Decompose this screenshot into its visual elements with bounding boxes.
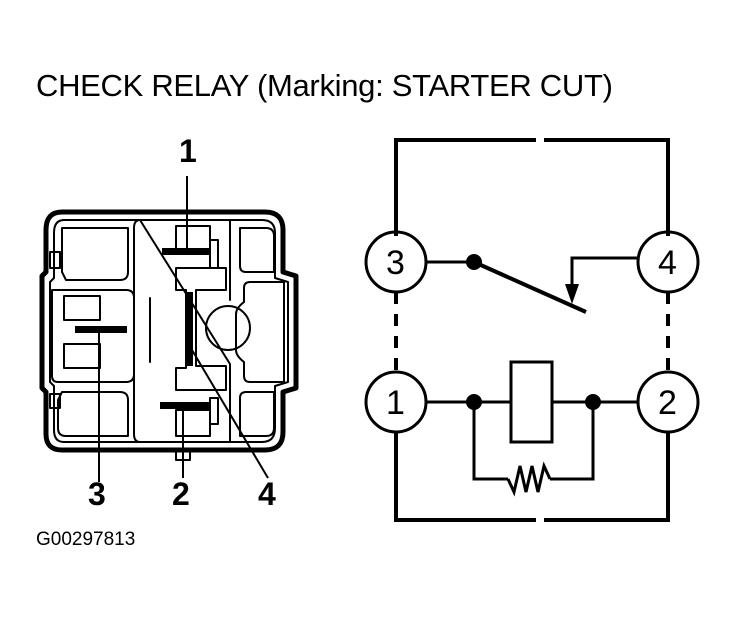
terminal-blade-3 — [75, 326, 127, 333]
switch-pivot-dot — [466, 254, 482, 270]
terminal-4-label: 4 — [658, 244, 677, 282]
junction-dot-right — [585, 394, 601, 410]
coil — [509, 360, 554, 444]
junction-dot-left — [466, 394, 482, 410]
contact-arrow-icon — [565, 284, 579, 304]
terminal-2-label: 2 — [658, 384, 677, 422]
callout-leaders — [98, 176, 269, 482]
callout-label-2: 2 — [172, 476, 190, 512]
schematic — [364, 138, 700, 522]
terminal-blades — [75, 248, 210, 409]
terminal-3-label: 3 — [386, 244, 405, 282]
page-title: CHECK RELAY (Marking: STARTER CUT) — [36, 68, 613, 103]
switch — [426, 256, 638, 314]
figure-id: G00297813 — [36, 529, 136, 550]
terminal-blade-4 — [186, 292, 193, 366]
junction-dots — [466, 254, 601, 410]
resistor — [506, 461, 552, 497]
connector-view — [39, 209, 299, 461]
terminal-4-circle — [636, 230, 700, 294]
callout-label-4: 4 — [258, 476, 276, 512]
connector-housing — [39, 209, 299, 453]
terminal-1-label: 1 — [386, 384, 405, 422]
callout-label-3: 3 — [88, 476, 106, 512]
callout-label-1: 1 — [179, 133, 197, 169]
coil-circuit — [426, 360, 638, 497]
terminal-blade-2 — [160, 402, 210, 409]
enclosure-outline — [394, 138, 670, 522]
